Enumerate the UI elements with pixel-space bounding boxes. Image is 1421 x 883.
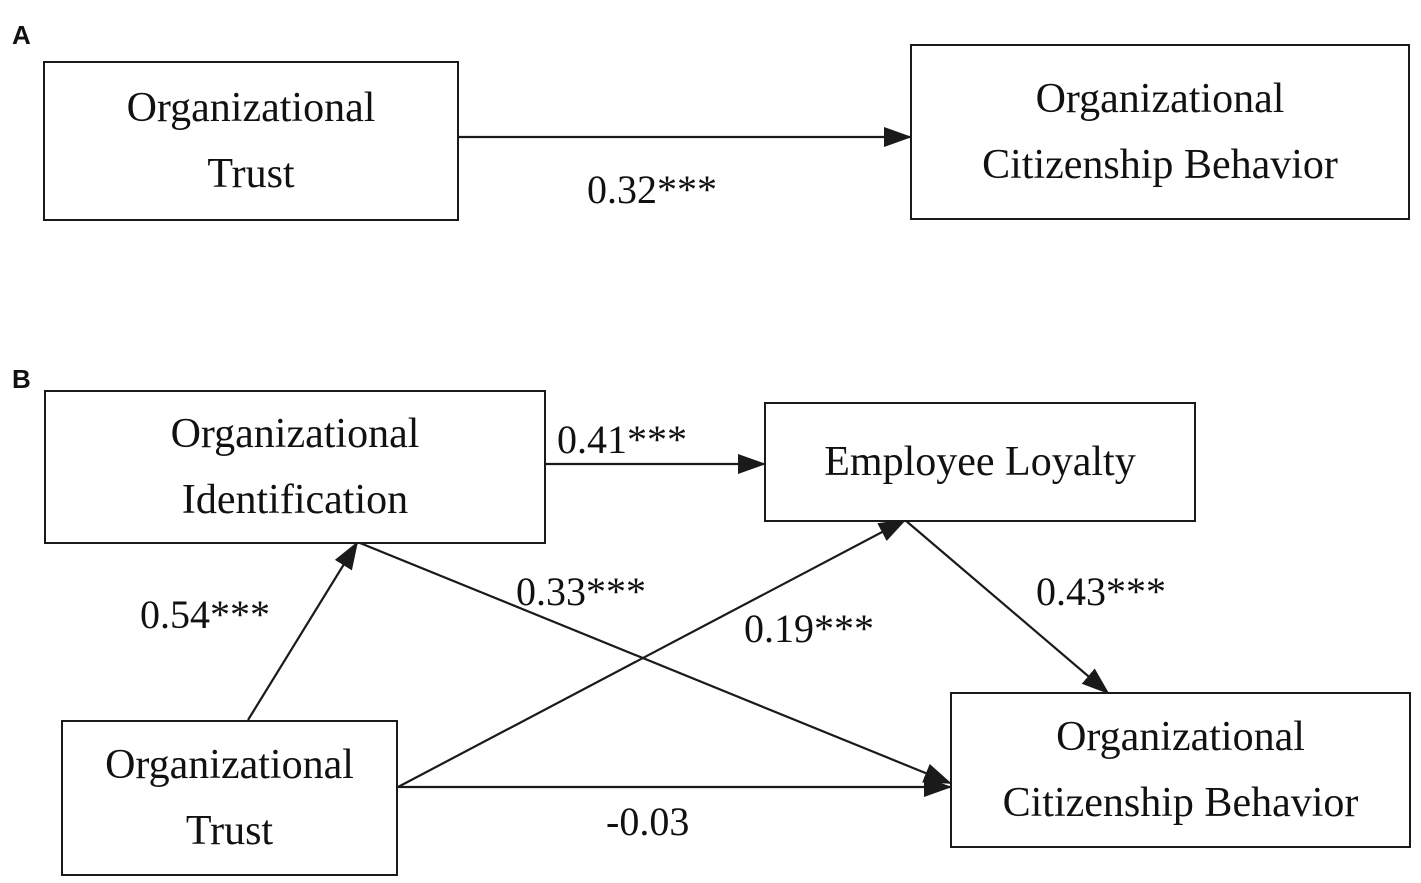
- node-a-organizational-citizenship-behavior: Organizational Citizenship Behavior: [910, 44, 1410, 220]
- coef-b-trust-to-ocb: -0.03: [606, 799, 690, 844]
- node-label-line: Identification: [181, 477, 409, 523]
- node-label-line: Citizenship Behavior: [1002, 780, 1359, 826]
- node-b-employee-loyalty: Employee Loyalty: [764, 402, 1196, 522]
- node-b-organizational-trust: Organizational Trust: [61, 720, 398, 876]
- node-label-line: Trust: [207, 151, 295, 197]
- node-label-line: Organizational: [126, 85, 376, 131]
- node-label-line: Organizational: [105, 742, 354, 788]
- node-label-line: Organizational: [170, 411, 420, 457]
- panel-a-label: A: [12, 20, 31, 50]
- node-b-organizational-identification: Organizational Identification: [44, 390, 546, 544]
- arrow-b-trust-to-loyalty: [397, 519, 907, 788]
- coef-b-loyalty-to-ocb: 0.43***: [1036, 569, 1166, 614]
- panel-b-label: B: [12, 364, 31, 394]
- node-label-line: Trust: [185, 808, 274, 854]
- node-label-line: Employee Loyalty: [824, 439, 1136, 485]
- arrow-b-loyalty-to-ocb: [904, 519, 1110, 695]
- coef-b-trust-to-identification: 0.54***: [140, 592, 270, 637]
- node-label-line: Organizational: [1056, 714, 1305, 760]
- node-a-organizational-trust: Organizational Trust: [43, 61, 459, 221]
- coef-a-trust-to-ocb: 0.32***: [587, 167, 717, 212]
- arrow-b-identification-to-ocb: [359, 541, 952, 785]
- coef-b-identification-to-loyalty: 0.41***: [557, 417, 687, 462]
- coef-b-trust-to-loyalty: 0.19***: [744, 606, 874, 651]
- node-label-line: Organizational: [1035, 76, 1285, 122]
- arrow-b-trust-to-identification: [247, 541, 359, 721]
- node-label-line: Citizenship Behavior: [982, 142, 1338, 188]
- coef-b-identification-to-ocb: 0.33***: [516, 569, 646, 614]
- node-b-organizational-citizenship-behavior: Organizational Citizenship Behavior: [950, 692, 1411, 848]
